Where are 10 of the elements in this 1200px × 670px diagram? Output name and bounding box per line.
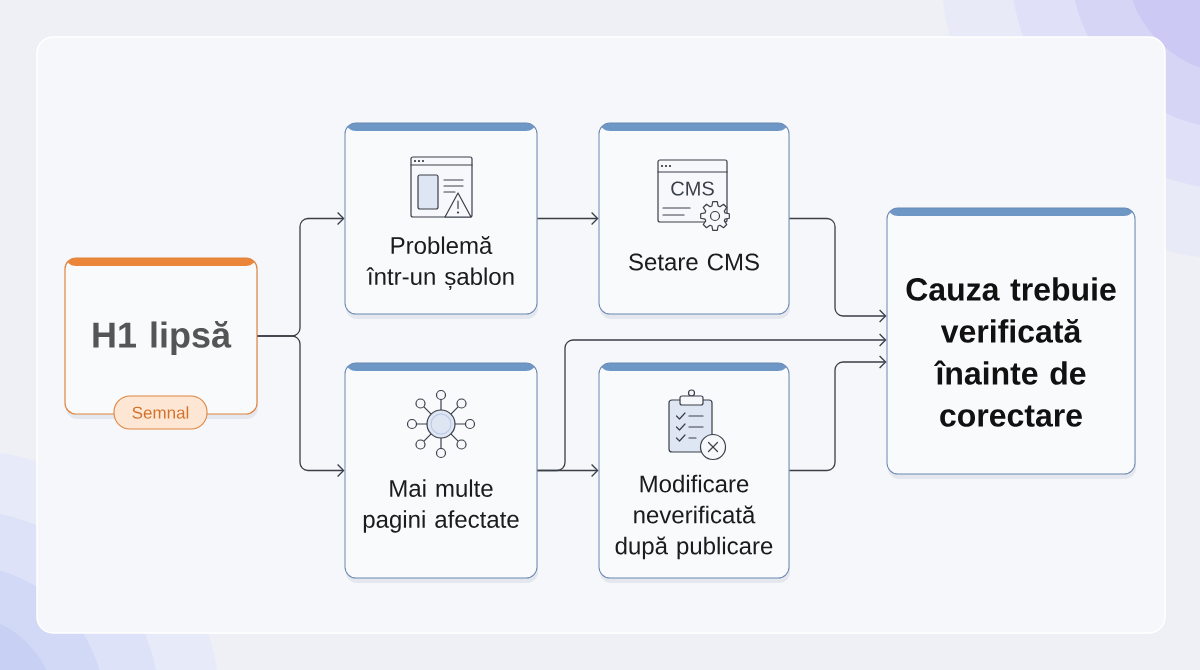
status-badge: Semnal xyxy=(113,395,208,430)
icon-label: CMS xyxy=(671,181,714,196)
process-box: Mai multe pagini afectate xyxy=(344,362,538,583)
arrow xyxy=(536,333,887,472)
arrow xyxy=(256,335,345,478)
arrow xyxy=(788,217,887,323)
result-box: Cauza trebuie verificată înainte de corectare xyxy=(886,207,1136,479)
arrow xyxy=(788,355,887,472)
arrow xyxy=(536,211,599,226)
process-box: Modificare neverificată după publicare xyxy=(598,362,790,583)
